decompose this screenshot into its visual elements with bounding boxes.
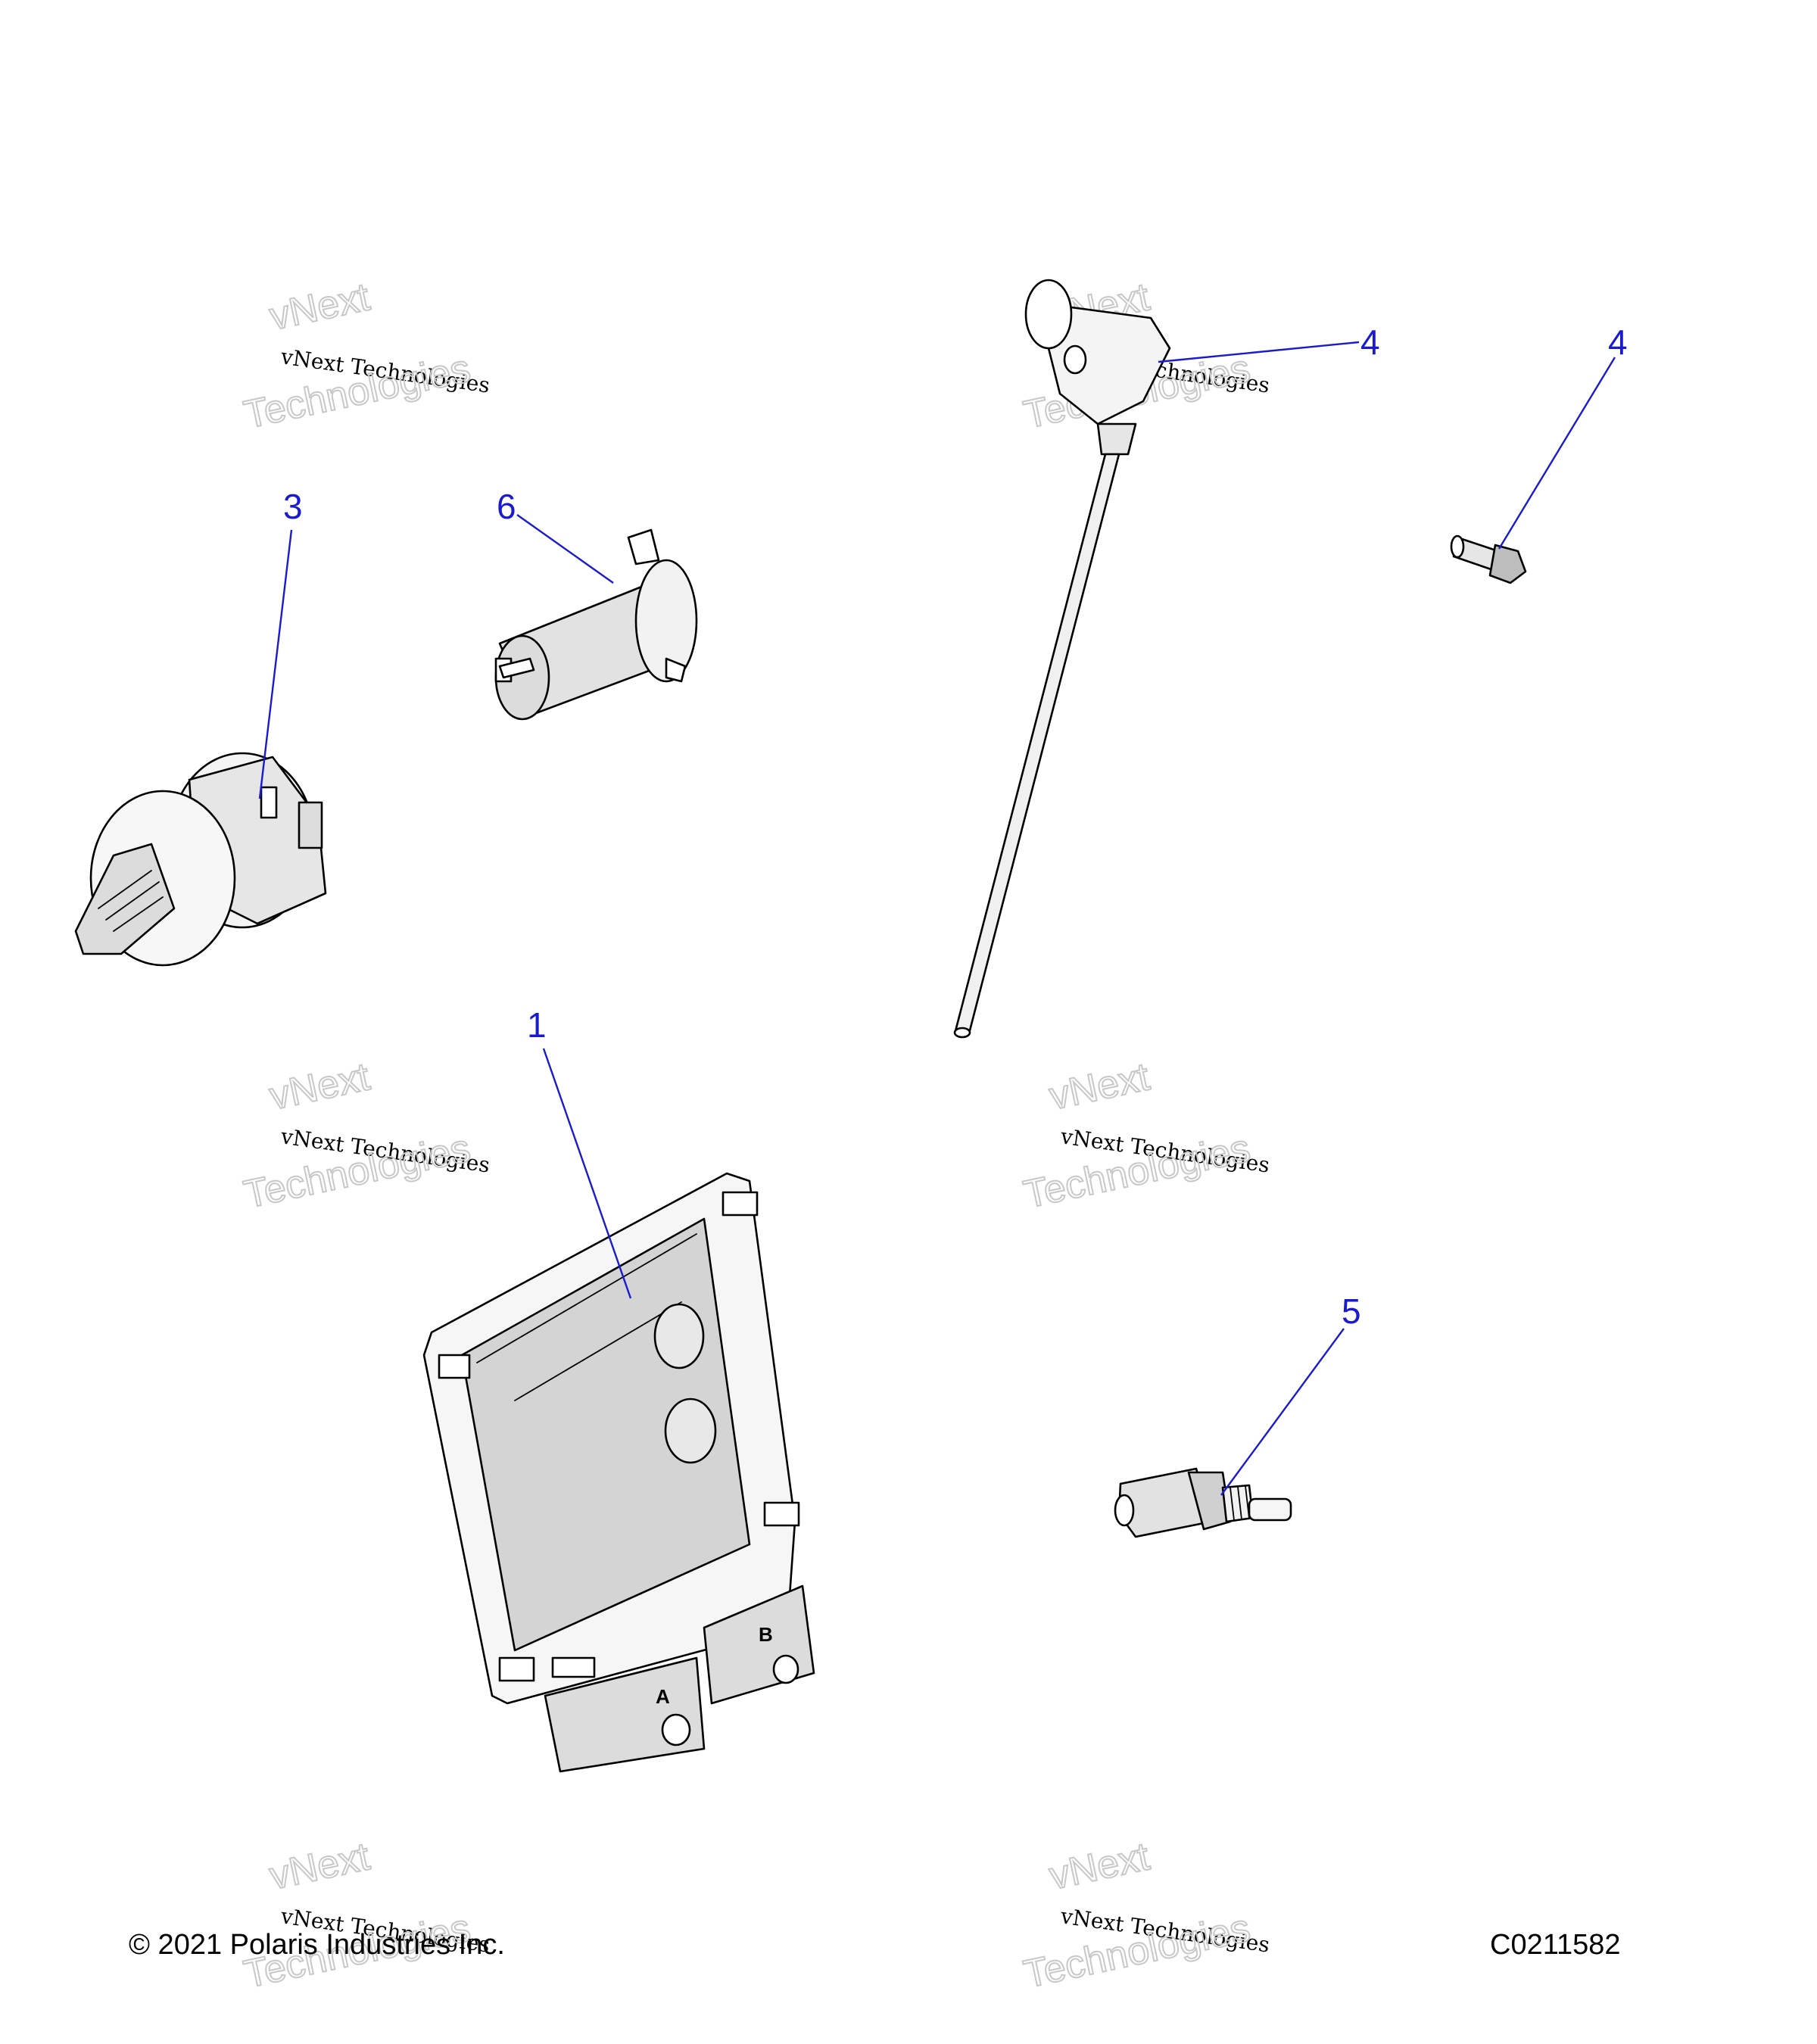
callout-4-bolt: 4 xyxy=(1608,322,1628,362)
power-outlet xyxy=(494,528,698,721)
leader-line-4a xyxy=(1158,341,1360,363)
watermark-bottom-right: vNext vNext Technologies Technologies xyxy=(1019,1834,1271,1997)
leader-line-3 xyxy=(258,529,293,799)
watermark-big-top: vNext xyxy=(1046,1834,1154,1898)
watermark-bottom-left: vNext vNext Technologies Technologies xyxy=(239,1834,491,1997)
callout-5: 5 xyxy=(1342,1292,1361,1331)
ecu-connector-a-label: A xyxy=(656,1685,670,1708)
watermark-middle-right: vNext vNext Technologies Technologies xyxy=(1019,1054,1271,1217)
leader-line-5 xyxy=(1220,1328,1345,1496)
temperature-sensor xyxy=(1114,1467,1292,1538)
copyright-text: © 2021 Polaris Industries Inc. xyxy=(129,1929,505,1961)
leader-line-1 xyxy=(542,1048,632,1299)
callout-4-sensor: 4 xyxy=(1360,322,1380,362)
ecu-module: A B xyxy=(422,1172,815,1773)
watermark-big-top: vNext xyxy=(266,275,374,338)
leader-line-4b xyxy=(1498,357,1616,550)
callout-1: 1 xyxy=(527,1005,547,1045)
watermark-big-top: vNext xyxy=(266,1834,374,1898)
watermark-top-left: vNext vNext Technologies Technologies xyxy=(239,274,491,438)
leader-line-6 xyxy=(516,514,614,584)
watermark-big-top: vNext xyxy=(1046,1055,1154,1118)
speed-sensor-probe xyxy=(953,279,1171,1039)
bolt xyxy=(1450,534,1527,584)
callout-3: 3 xyxy=(283,487,303,526)
watermark-big-top: vNext xyxy=(266,1055,374,1118)
ignition-switch xyxy=(74,752,327,967)
watermark-middle-left: vNext vNext Technologies Technologies xyxy=(239,1054,491,1217)
callout-6: 6 xyxy=(497,487,516,526)
ecu-connector-b-label: B xyxy=(759,1623,773,1646)
diagram-code: C0211582 xyxy=(1490,1929,1621,1961)
